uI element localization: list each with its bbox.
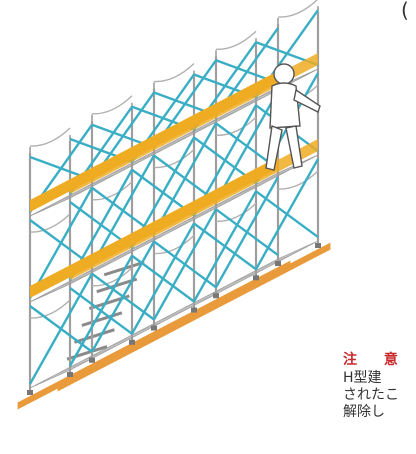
deck-seam — [253, 253, 294, 273]
stair-step — [96, 277, 138, 294]
deck-seam — [104, 245, 145, 264]
deck-seam — [178, 206, 219, 225]
base-jack — [151, 325, 157, 331]
deck-seam — [153, 305, 195, 324]
caution-heading: 注 意 — [343, 352, 409, 368]
base-jack — [67, 372, 73, 377]
deck-seam — [153, 133, 195, 152]
base-jack — [253, 275, 259, 281]
caution-line-3: 解除し — [343, 404, 385, 420]
frame-arch — [153, 149, 195, 169]
deck-seam — [79, 257, 120, 277]
toe-board — [70, 53, 318, 194]
stair-step — [73, 328, 115, 344]
frame-arch — [215, 202, 257, 222]
deck-seam — [79, 171, 120, 191]
cross-brace — [69, 287, 133, 335]
helmet — [273, 63, 295, 85]
deck-seam — [54, 270, 95, 290]
deck-seam — [253, 167, 294, 187]
stair-step — [81, 311, 123, 327]
deck-seam — [129, 146, 170, 165]
frame-arch — [91, 95, 133, 115]
arm — [293, 88, 321, 113]
deck-seam — [153, 219, 195, 238]
deck-seam — [54, 184, 95, 204]
deck-seam — [228, 180, 269, 200]
frame-arch — [153, 235, 195, 255]
frame-arch — [277, 0, 318, 18]
deck-seam — [129, 318, 170, 337]
cross-brace — [193, 222, 257, 271]
deck-seam — [203, 279, 244, 299]
base-jack — [89, 357, 95, 363]
decks — [29, 68, 319, 389]
deck-seam — [54, 356, 95, 376]
base-jack — [275, 261, 281, 267]
deck-seam — [228, 94, 269, 114]
base-sill — [57, 242, 331, 392]
base-jack — [315, 243, 321, 249]
frame-arch — [29, 213, 71, 233]
deck-seam — [203, 107, 244, 127]
base-jack — [129, 339, 135, 345]
base-jack — [27, 390, 33, 395]
caution-line-1: H型建 — [343, 370, 382, 386]
deck-seam — [79, 343, 120, 363]
deck-seam — [178, 292, 219, 311]
deck-seam — [228, 266, 269, 286]
base-jack — [191, 307, 197, 313]
frame-arch — [153, 63, 195, 83]
torso — [269, 82, 301, 129]
deck-seam — [178, 120, 219, 139]
frame-arch — [277, 170, 319, 190]
deck-seam — [104, 331, 145, 350]
caution-line-2: されたこ — [343, 387, 399, 403]
leg-right — [285, 125, 303, 169]
frame-arch — [29, 299, 71, 319]
toe-boards — [30, 53, 318, 298]
cross-brace — [131, 254, 195, 303]
deck-seam — [129, 232, 170, 251]
frame-arch — [91, 267, 133, 287]
deck-seam — [203, 193, 244, 213]
top-partial-mark: ( — [401, 0, 409, 22]
toe-board — [70, 139, 318, 280]
frame-arch — [29, 127, 71, 147]
base-sills — [17, 242, 331, 410]
frame-arch — [91, 181, 133, 201]
base-jack — [213, 293, 219, 299]
cross-brace — [255, 190, 319, 239]
frame-arch — [215, 30, 257, 50]
worker-figure — [265, 63, 321, 171]
leg-left — [265, 125, 283, 171]
deck-seam — [104, 159, 145, 178]
frame-arch — [215, 116, 257, 136]
